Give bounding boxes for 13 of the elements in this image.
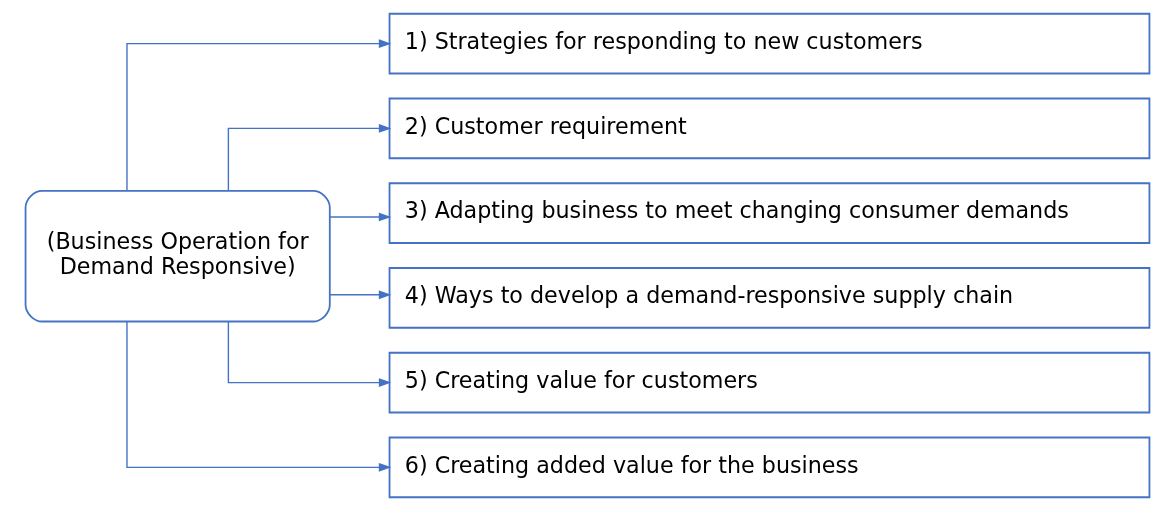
arrow <box>227 320 392 387</box>
arrow <box>126 321 392 472</box>
arrow <box>126 39 392 192</box>
node-box: 2) Customer requirement <box>388 97 1151 160</box>
arrow <box>329 290 392 300</box>
node-box: 3) Adapting business to meet changing consumer demands <box>388 182 1151 244</box>
node-box: 1) Strategies for responding to new customers <box>388 12 1151 75</box>
arrow <box>227 124 392 192</box>
node-box: (Business Operation for Demand Responsive) <box>24 190 331 323</box>
arrow <box>329 212 392 222</box>
node-box: 5) Creating value for customers <box>388 351 1151 414</box>
node-box: 6) Creating added value for the business <box>388 436 1151 499</box>
node-box: 4) Ways to develop a demand-responsive supply chain <box>388 267 1151 329</box>
